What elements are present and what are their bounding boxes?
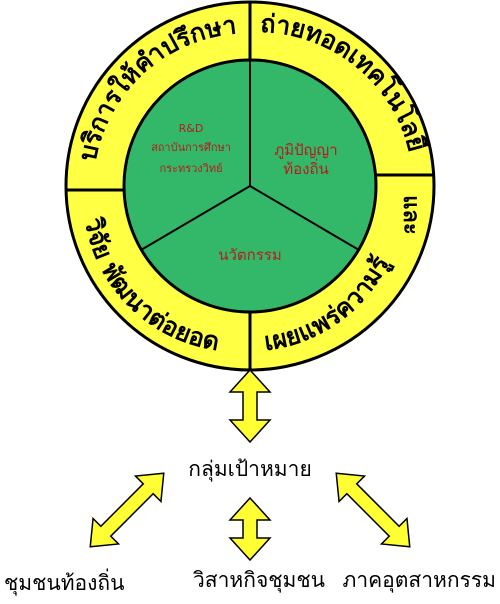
inner-label-rnd: R&D bbox=[179, 122, 204, 135]
arrow-target-industry bbox=[335, 472, 411, 548]
inner-label-ministry: กระทรวงวิทย์ bbox=[159, 162, 222, 175]
group-enterprise: วิสาหกิจชุมชน bbox=[193, 568, 325, 593]
inner-label-wisdom: ภูมิปัญญา bbox=[274, 141, 337, 159]
inner-divider-left bbox=[140, 185, 251, 251]
group-industry: ภาคอุตสาหกรรม bbox=[342, 568, 496, 593]
inner-label-innovation: นวัตกรรม bbox=[218, 246, 282, 264]
group-community: ชุมชนท้องถิ่น bbox=[4, 568, 124, 596]
ring-label-and: และ bbox=[398, 195, 423, 234]
arrow-target-enterprise bbox=[228, 496, 272, 562]
inner-divider-right bbox=[249, 185, 360, 251]
inner-label-local: ท้องถิ่น bbox=[283, 158, 329, 178]
inner-label-academy: สถาบันการศึกษา bbox=[151, 141, 231, 154]
arrow-circle-target bbox=[228, 368, 272, 444]
target-group-label: กลุ่มเป้าหมาย bbox=[188, 457, 312, 482]
arrow-target-community bbox=[89, 472, 165, 548]
